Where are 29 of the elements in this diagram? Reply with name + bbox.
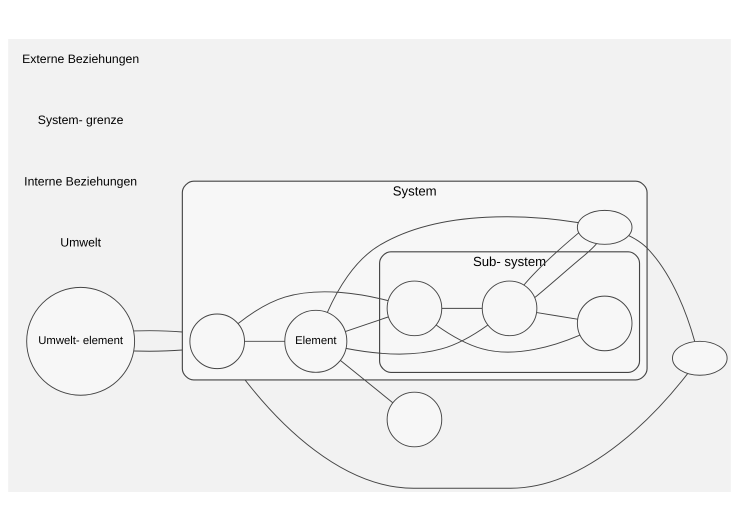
label: System- grenze xyxy=(38,113,124,128)
node-circle: Umwelt- element xyxy=(26,286,136,396)
node-circle xyxy=(386,280,442,336)
connector xyxy=(524,232,580,286)
node-ellipse xyxy=(672,340,728,376)
connector xyxy=(534,243,597,298)
label: Umwelt xyxy=(60,236,102,250)
node-circle xyxy=(189,314,245,370)
connector xyxy=(345,324,488,354)
node-circle xyxy=(482,280,538,336)
connector xyxy=(340,360,394,404)
node-ellipse xyxy=(576,210,632,245)
connector xyxy=(134,350,183,352)
connector xyxy=(238,291,389,324)
connector xyxy=(344,316,389,332)
label: Interne Beziehungen xyxy=(24,174,138,188)
connector xyxy=(628,235,696,342)
connector xyxy=(536,312,578,320)
connector xyxy=(441,308,483,309)
node-circle xyxy=(576,296,632,352)
connector xyxy=(134,330,183,332)
connector xyxy=(244,340,286,342)
cluster: Sub- system xyxy=(379,251,640,373)
node-circle xyxy=(386,392,442,448)
node-circle: Element xyxy=(284,310,348,373)
label: Externe Beziehungen xyxy=(22,52,140,66)
connector xyxy=(244,373,688,489)
connector xyxy=(436,324,580,353)
connector xyxy=(326,216,579,313)
